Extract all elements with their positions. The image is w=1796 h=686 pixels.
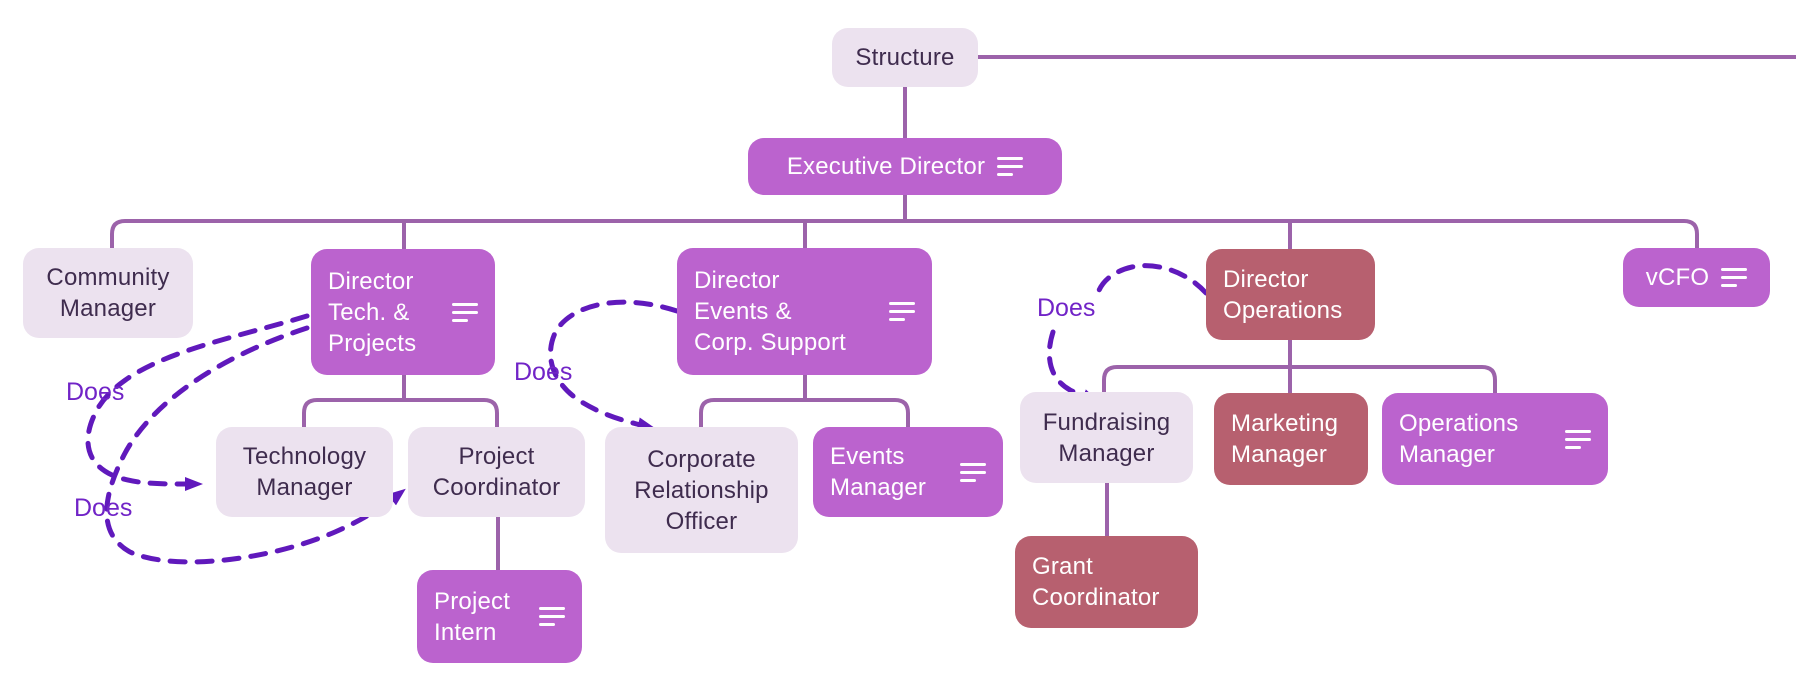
org-node-label: Events Manager <box>830 443 927 501</box>
relation-label-director-tech-projects-technology-manager[interactable]: Does <box>66 378 125 406</box>
org-node-label: Grant Coordinator <box>1032 553 1160 611</box>
org-node-label: Director Tech. & Projects <box>328 267 417 357</box>
director-operations-children <box>1102 338 1497 395</box>
org-node-community-manager[interactable]: Community Manager <box>23 248 193 338</box>
relation-arrow-operations-arc[interactable] <box>1095 263 1209 296</box>
relation-label-director-events-corp-support-corporate-relationship-officer[interactable]: Does <box>514 358 573 386</box>
org-node-director-operations[interactable]: Director Operations <box>1206 249 1375 340</box>
notes-icon[interactable] <box>889 302 915 321</box>
org-node-vcfo[interactable]: vCFO <box>1623 248 1770 307</box>
org-node-structure[interactable]: Structure <box>832 28 978 87</box>
notes-icon[interactable] <box>1721 268 1748 287</box>
org-node-label: Director Operations <box>1223 265 1343 324</box>
org-node-label: Corporate Relationship Officer <box>634 445 769 535</box>
org-node-project-coordinator[interactable]: Project Coordinator <box>408 427 585 517</box>
notes-icon[interactable] <box>997 157 1024 176</box>
org-node-label: vCFO <box>1645 264 1710 291</box>
notes-icon[interactable] <box>1565 429 1591 449</box>
relation-arrow-operations-to-fundraising[interactable] <box>1046 329 1100 403</box>
org-node-label: Executive Director <box>786 153 986 180</box>
notes-icon[interactable] <box>452 302 478 322</box>
org-node-label: Director Events & Corp. Support <box>694 267 847 356</box>
relation-arrow-tech-to-technology-manager[interactable] <box>85 313 310 491</box>
org-node-operations-manager[interactable]: Operations Manager <box>1382 393 1608 485</box>
org-node-executive-director[interactable]: Executive Director <box>748 138 1062 195</box>
org-node-label: Project Coordinator <box>432 443 561 501</box>
org-node-fundraising-manager[interactable]: Fundraising Manager <box>1020 392 1193 483</box>
org-node-director-tech-projects[interactable]: Director Tech. & Projects <box>311 249 495 375</box>
org-node-technology-manager[interactable]: Technology Manager <box>216 427 393 517</box>
org-node-label: Marketing Manager <box>1231 410 1339 468</box>
director-events-children <box>699 373 910 429</box>
org-node-label: Technology Manager <box>242 443 367 501</box>
org-node-director-events-corp-support[interactable]: Director Events & Corp. Support <box>677 248 932 375</box>
org-node-grant-coordinator[interactable]: Grant Coordinator <box>1015 536 1198 628</box>
org-node-label: Community Manager <box>46 264 170 322</box>
director-tech-children <box>302 373 499 429</box>
org-node-events-manager[interactable]: Events Manager <box>813 427 1003 517</box>
relation-label-director-tech-projects-project-coordinator[interactable]: Does <box>74 494 133 522</box>
org-node-label: Fundraising Manager <box>1042 408 1171 467</box>
notes-icon[interactable] <box>539 607 565 626</box>
relation-arrow-events-to-corporate-relationship[interactable] <box>548 299 680 432</box>
notes-icon[interactable] <box>960 462 986 482</box>
org-node-marketing-manager[interactable]: Marketing Manager <box>1214 393 1368 485</box>
org-node-label: Structure <box>855 44 955 71</box>
org-node-corporate-relationship-officer[interactable]: Corporate Relationship Officer <box>605 427 798 553</box>
org-node-label: Operations Manager <box>1399 410 1519 468</box>
executive-director-children-bar <box>110 219 1699 250</box>
org-node-label: Project Intern <box>434 587 511 646</box>
relation-arrow-tech-to-project-coordinator[interactable] <box>104 325 406 565</box>
org-node-project-intern[interactable]: Project Intern <box>417 570 582 663</box>
relation-label-director-operations-fundraising-manager[interactable]: Does <box>1037 294 1096 322</box>
